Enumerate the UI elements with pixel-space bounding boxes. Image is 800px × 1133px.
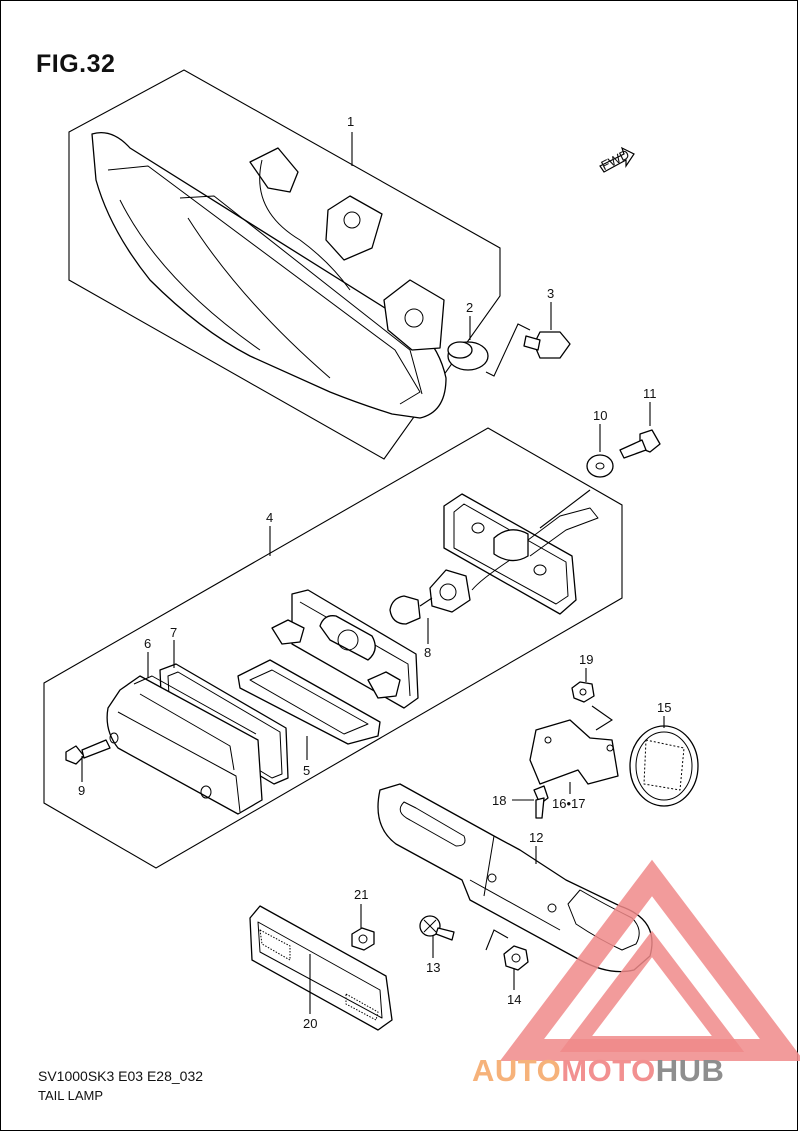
callout-3: 3	[547, 286, 554, 301]
leader-nut-19	[591, 705, 613, 731]
part-9-screw	[65, 739, 111, 765]
callout-12: 12	[529, 830, 543, 845]
callout-2: 2	[466, 300, 473, 315]
part-8-bulb	[389, 595, 433, 625]
assembly-box-1	[68, 69, 501, 460]
brand-part-moto: MOTO	[561, 1053, 656, 1088]
part-11-screw	[619, 429, 661, 459]
figure-title: FIG.32	[36, 50, 116, 78]
callout-8: 8	[424, 645, 431, 660]
callout-14: 14	[507, 992, 521, 1007]
callout-11: 11	[643, 386, 657, 401]
callout-4: 4	[266, 510, 273, 525]
callout-16-17: 16•17	[552, 796, 585, 811]
callout-leader-lines	[81, 132, 665, 1014]
callout-10: 10	[593, 408, 607, 423]
part-5-lens-bracket	[237, 659, 381, 745]
fwd-direction-arrow: FWD	[599, 146, 635, 173]
part-21-nut	[351, 927, 375, 951]
brand-part-auto: AUTO	[472, 1053, 562, 1088]
part-13-screw	[419, 915, 455, 941]
callout-9: 9	[78, 783, 85, 798]
brand-part-hub: HUB	[655, 1053, 725, 1088]
part-3-bolt	[523, 331, 571, 359]
assembly-box-4	[43, 427, 623, 869]
part-15-reflector	[629, 725, 699, 807]
part-10-washer	[586, 454, 614, 478]
callout-20: 20	[303, 1016, 317, 1031]
bulb-socket	[429, 569, 471, 613]
callout-6: 6	[144, 636, 151, 651]
part-18-bolt	[533, 785, 549, 819]
figure-caption: TAIL LAMP	[38, 1088, 104, 1103]
part-4-socket-plate	[443, 489, 599, 615]
lamp-unit-holder	[271, 589, 419, 709]
watermark-brand-text: AUTOMOTOHUB	[472, 1053, 724, 1089]
model-code: SV1000SK3 E03 E28_032	[38, 1068, 204, 1084]
part-6-lens	[106, 675, 263, 815]
watermark-triangle-logo	[499, 859, 800, 1061]
callout-18: 18	[492, 793, 506, 808]
callout-5: 5	[303, 763, 310, 778]
part-1-tail-lamp-housing	[91, 131, 447, 419]
callout-13: 13	[426, 960, 440, 975]
callout-21: 21	[354, 887, 368, 902]
part-2-nut	[447, 341, 489, 371]
callout-7: 7	[170, 625, 177, 640]
part-20-rear-reflector	[249, 905, 393, 1031]
callout-numbers: 1 2 3 4 5 6 7 8 9 10 11 12 13 14 15 16•1…	[78, 114, 671, 1031]
callout-15: 15	[657, 700, 671, 715]
callout-19: 19	[579, 652, 593, 667]
fwd-label: FWD	[599, 146, 632, 173]
part-14-nut	[503, 945, 529, 971]
leader-nut-14	[485, 929, 509, 951]
part-19-nut	[571, 681, 595, 703]
callout-1: 1	[347, 114, 354, 129]
leader-bolt-3	[485, 323, 531, 377]
part-16-17-reflector-bracket	[529, 719, 619, 785]
